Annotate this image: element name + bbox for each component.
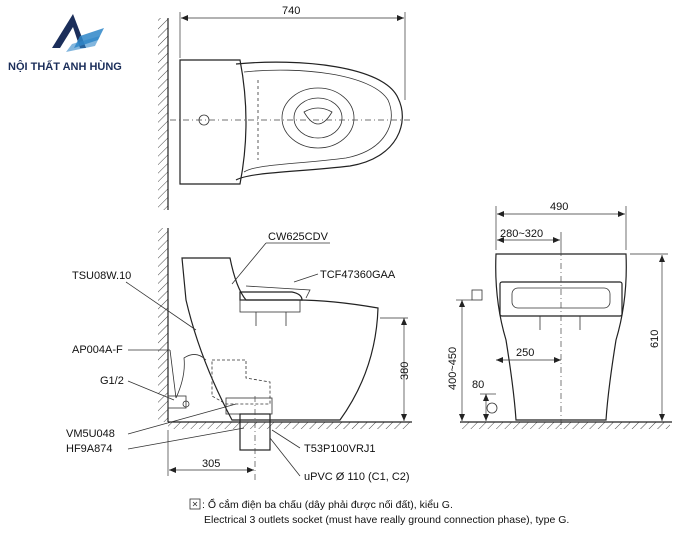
note-vietnamese: : Ổ cắm điện ba chấu (dây phải được nối …: [202, 498, 453, 511]
wall-hatch-top: [158, 18, 168, 210]
brand-logo: NỘI THẤT ANH HÙNG: [8, 14, 122, 73]
dim-400-450: 400~450: [447, 347, 459, 390]
brand-name: NỘI THẤT ANH HÙNG: [8, 60, 122, 73]
label-cw625cdv: CW625CDV: [268, 231, 329, 243]
dim-280-320: 280~320: [500, 228, 543, 240]
dim-80: 80: [472, 379, 484, 391]
dim-305: 305: [202, 458, 220, 470]
dim-490: 490: [550, 201, 568, 213]
wall-hatch-side: [158, 228, 168, 422]
dim-740: 740: [282, 5, 300, 17]
dim-610: 610: [649, 330, 661, 348]
label-upvc-pipe: uPVC Ø 110 (C1, C2): [304, 471, 410, 483]
label-g12: G1/2: [100, 375, 124, 387]
label-vm5u048: VM5U048: [66, 428, 115, 440]
label-tcf47360gaa: TCF47360GAA: [320, 269, 396, 281]
dim-380: 380: [399, 362, 411, 380]
label-tsu08w10: TSU08W.10: [72, 270, 131, 282]
label-ap004a-f: AP004A-F: [72, 344, 123, 356]
socket-icon-front: [471, 289, 483, 301]
socket-legend-icon: [189, 498, 201, 510]
label-t53p100vrj1: T53P100VRJ1: [304, 443, 376, 455]
legend-note: : Ổ cắm điện ba chấu (dây phải được nối …: [189, 498, 569, 526]
floor-hatch-front: [460, 422, 670, 429]
front-view: 490 280~320 250 80 400~450 610: [447, 201, 672, 430]
note-english: Electrical 3 outlets socket (must have r…: [204, 514, 569, 526]
dim-250: 250: [516, 347, 534, 359]
label-hf9a874: HF9A874: [66, 443, 112, 455]
top-view: 740: [158, 5, 412, 210]
side-view: 380 305 CW625CDV TCF47360GAA TSU08W.10 A…: [66, 228, 412, 483]
floor-hatch-side: [168, 422, 410, 429]
